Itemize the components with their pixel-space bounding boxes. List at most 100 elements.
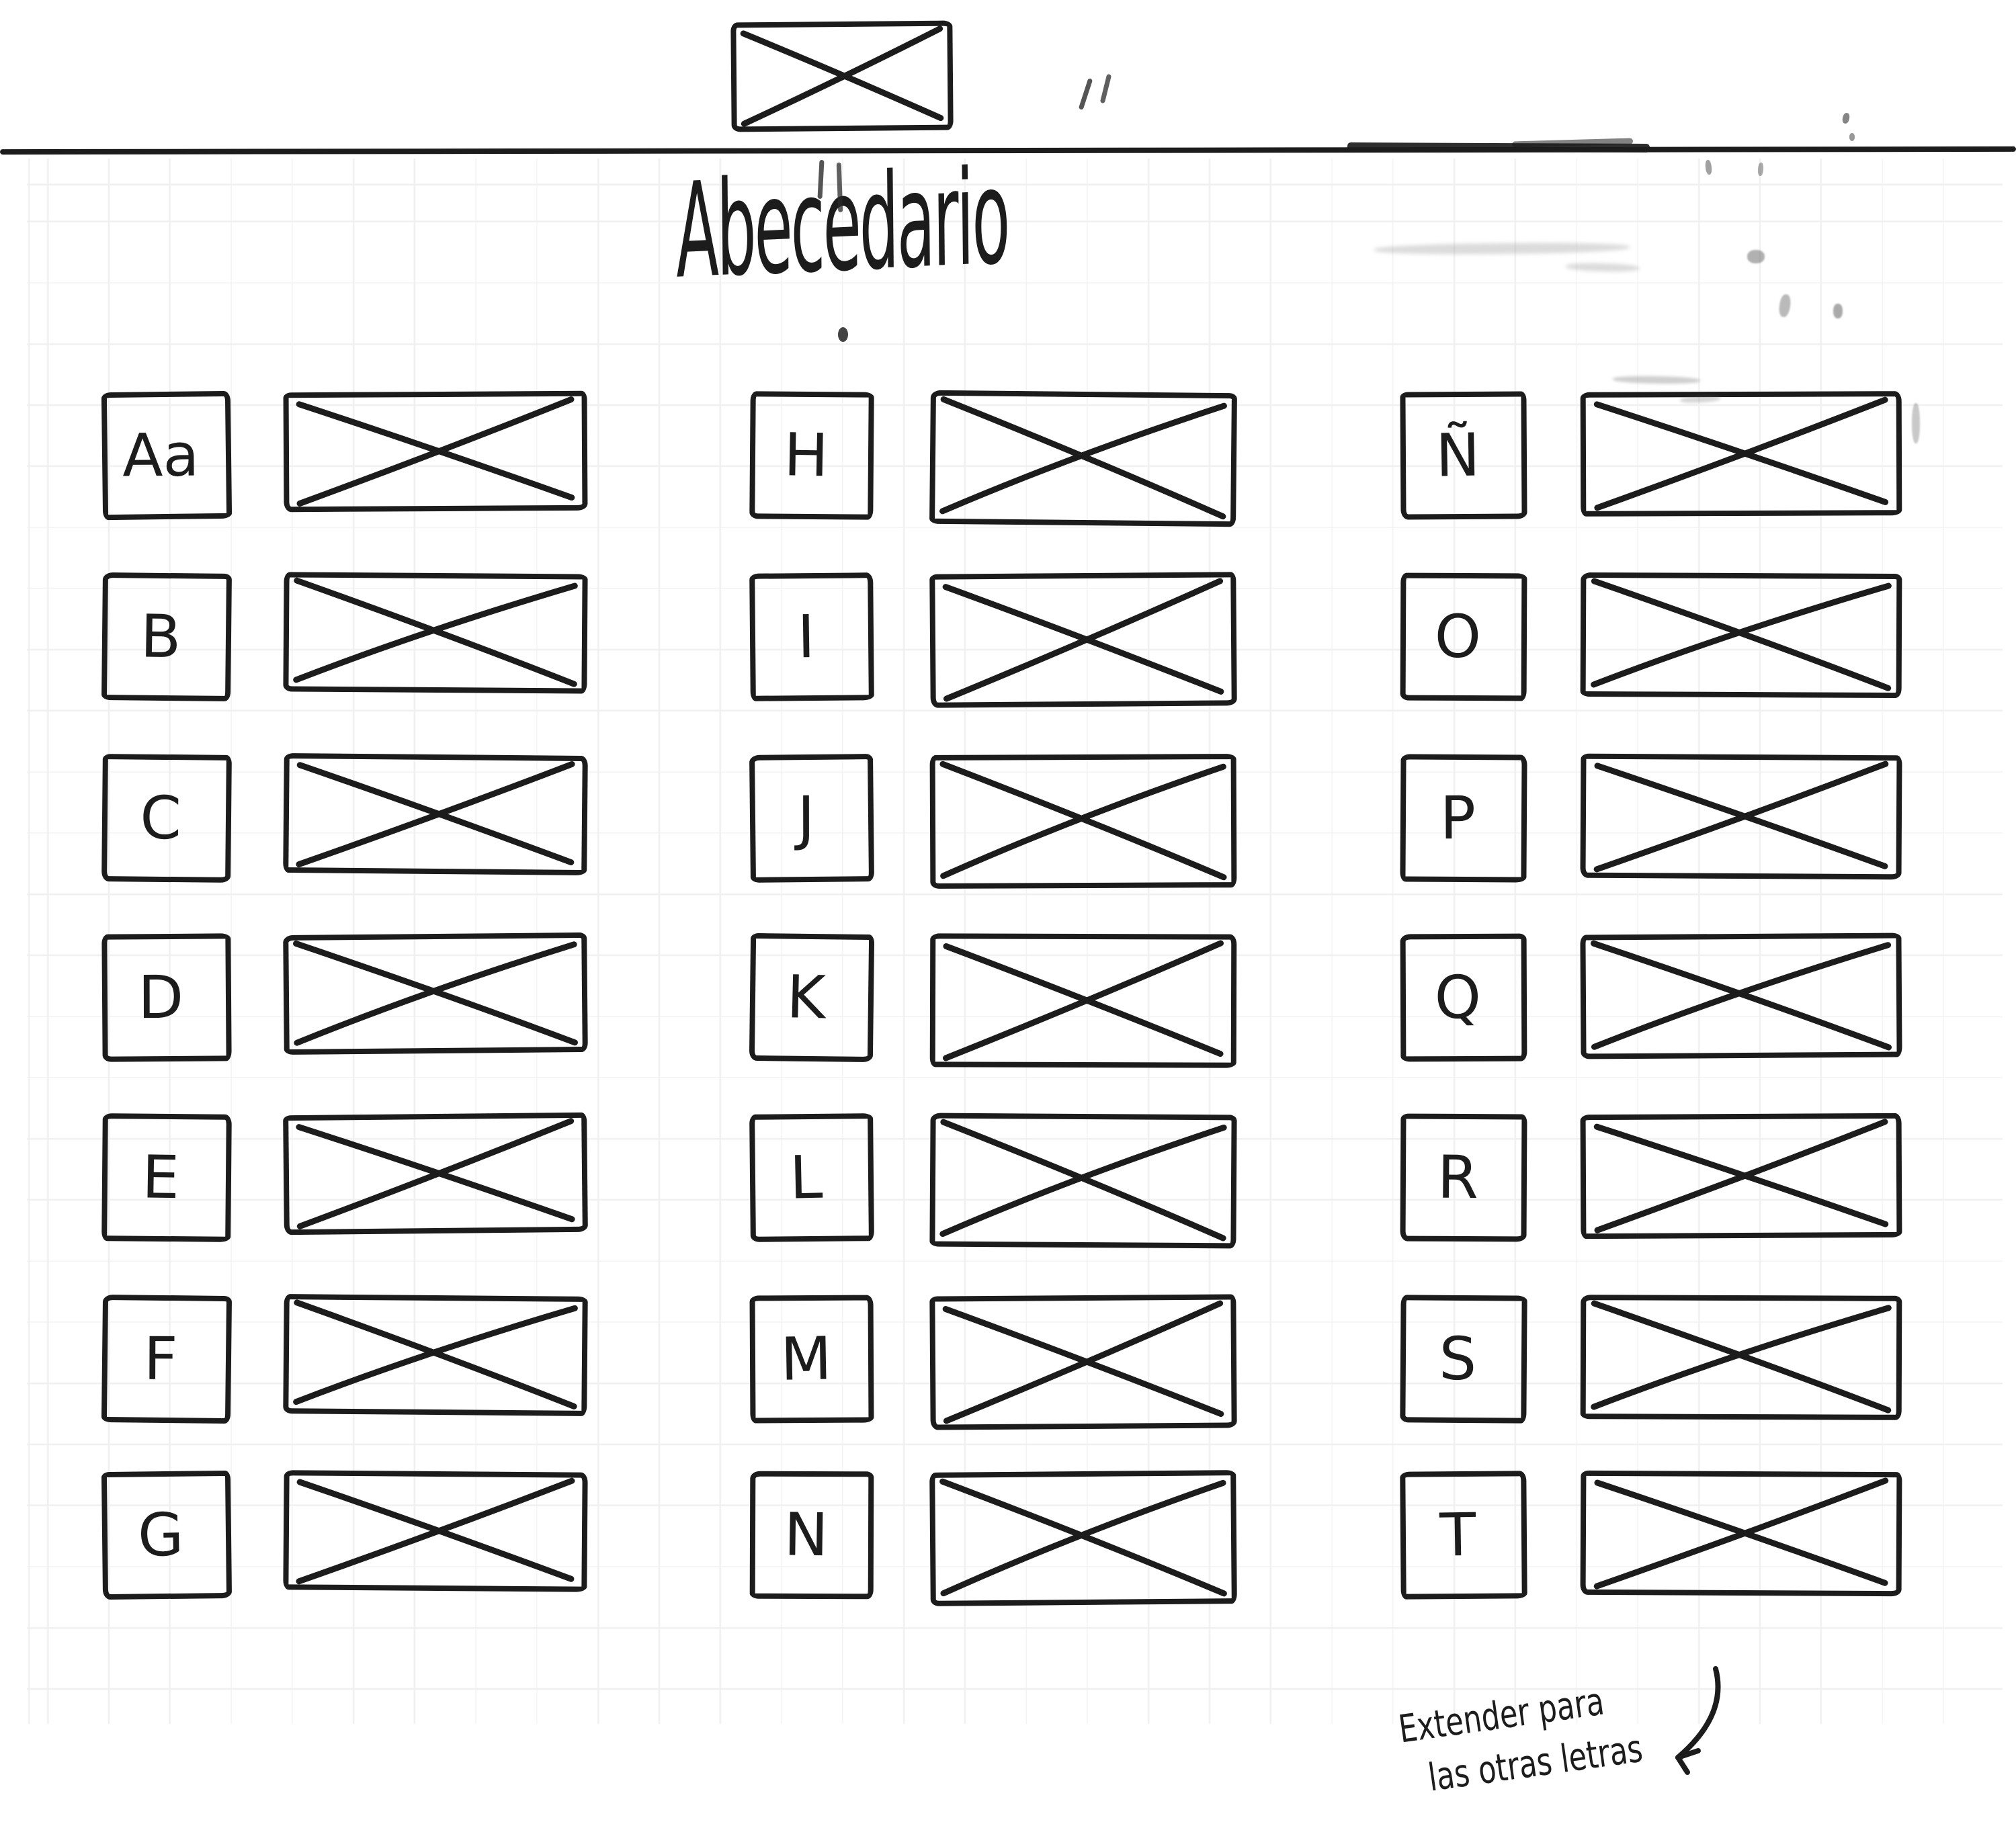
letter-box: H	[749, 391, 874, 520]
letter-box: E	[101, 1113, 232, 1242]
letter-label: E	[141, 1142, 180, 1213]
smudge-mark	[1374, 242, 1630, 255]
letter-label: O	[1433, 601, 1482, 672]
image-placeholder	[1580, 391, 1902, 517]
letter-box: C	[101, 754, 232, 883]
letter-box: F	[101, 1294, 233, 1424]
letter-label: G	[137, 1499, 185, 1570]
letter-box: S	[1400, 1295, 1527, 1424]
letter-label: T	[1439, 1499, 1477, 1570]
smudge-mark	[1841, 112, 1851, 124]
image-placeholder	[930, 754, 1237, 889]
crossed-x-icon	[1585, 1299, 1898, 1416]
image-placeholder	[1580, 753, 1902, 880]
letter-box: M	[749, 1295, 874, 1424]
letter-label: J	[797, 783, 815, 853]
letter-label: F	[143, 1323, 178, 1394]
smudge-mark	[1704, 159, 1713, 175]
header-divider	[0, 146, 2016, 155]
crossed-x-icon	[1584, 937, 1898, 1055]
letter-box: K	[749, 932, 875, 1063]
letter-label: B	[140, 601, 182, 672]
image-placeholder	[929, 1294, 1237, 1430]
letter-label: Aa	[122, 420, 200, 490]
letter-box: B	[101, 572, 232, 702]
crossed-x-icon	[933, 394, 1233, 523]
page-title: Abecedario	[675, 141, 1009, 308]
image-placeholder	[283, 1294, 587, 1416]
crossed-x-icon	[287, 757, 583, 871]
smudge-mark	[1078, 78, 1093, 110]
letter-box: G	[101, 1470, 233, 1600]
crossed-x-icon	[934, 937, 1233, 1063]
letter-box: J	[749, 754, 874, 883]
image-placeholder	[929, 1470, 1237, 1606]
letter-box: P	[1400, 754, 1527, 883]
image-placeholder	[283, 390, 588, 513]
letter-label: C	[140, 783, 182, 853]
smudge-mark	[1777, 294, 1792, 318]
smudge-mark	[1099, 73, 1112, 104]
crossed-x-icon	[734, 25, 949, 128]
image-placeholder	[929, 390, 1237, 527]
letter-label: M	[780, 1323, 833, 1394]
crossed-x-icon	[1585, 1475, 1898, 1592]
letter-box: I	[749, 572, 874, 701]
image-placeholder	[283, 1470, 588, 1592]
crossed-x-icon	[933, 1117, 1232, 1245]
smudge-mark	[1565, 262, 1640, 273]
crossed-x-icon	[1585, 576, 1898, 694]
image-placeholder	[929, 933, 1237, 1068]
crossed-x-icon	[287, 1117, 584, 1231]
crossed-x-icon	[933, 576, 1232, 703]
letter-label: K	[786, 962, 827, 1033]
smudge-mark	[1849, 133, 1855, 141]
letter-box: N	[749, 1471, 874, 1600]
letter-box: D	[101, 933, 232, 1062]
image-placeholder	[283, 752, 588, 876]
letter-label: Q	[1434, 962, 1482, 1033]
letter-box: R	[1400, 1113, 1527, 1242]
image-placeholder	[929, 572, 1237, 708]
letter-box: Q	[1400, 933, 1527, 1062]
smudge-mark	[1747, 250, 1765, 263]
letter-box: O	[1400, 572, 1527, 701]
letter-label: D	[138, 962, 184, 1033]
smudge-mark	[1833, 304, 1843, 318]
smudge-mark	[1912, 403, 1920, 443]
crossed-x-icon	[1585, 1117, 1898, 1235]
image-placeholder	[1581, 572, 1902, 699]
letter-label: P	[1439, 783, 1476, 853]
letter-label: N	[783, 1499, 829, 1570]
image-placeholder	[929, 1113, 1236, 1249]
crossed-x-icon	[1585, 395, 1898, 513]
letter-label: L	[788, 1142, 824, 1213]
letter-label: S	[1438, 1323, 1478, 1394]
image-placeholder	[1580, 932, 1902, 1059]
crossed-x-icon	[933, 1474, 1233, 1602]
letter-label: R	[1437, 1142, 1479, 1213]
letter-box: L	[749, 1113, 874, 1242]
letter-box: T	[1400, 1471, 1527, 1600]
letter-label: H	[783, 420, 829, 490]
smudge-mark	[1612, 375, 1701, 385]
letter-label: I	[796, 601, 816, 672]
letter-box: Ñ	[1400, 391, 1527, 520]
image-placeholder	[283, 932, 588, 1055]
crossed-x-icon	[287, 576, 583, 689]
header-image-placeholder	[730, 20, 954, 132]
image-placeholder	[1580, 1470, 1902, 1597]
letter-label: Ñ	[1435, 420, 1481, 490]
crossed-x-icon	[1585, 758, 1898, 876]
image-placeholder	[1580, 1113, 1902, 1240]
letter-box: Aa	[101, 390, 233, 521]
crossed-x-icon	[288, 395, 584, 508]
image-placeholder	[283, 572, 587, 694]
curved-arrow-down-left-icon	[1675, 1666, 1721, 1775]
crossed-x-icon	[934, 758, 1233, 885]
crossed-x-icon	[933, 1298, 1232, 1426]
crossed-x-icon	[287, 937, 583, 1051]
crossed-x-icon	[287, 1474, 583, 1588]
smudge-mark	[1757, 162, 1764, 177]
